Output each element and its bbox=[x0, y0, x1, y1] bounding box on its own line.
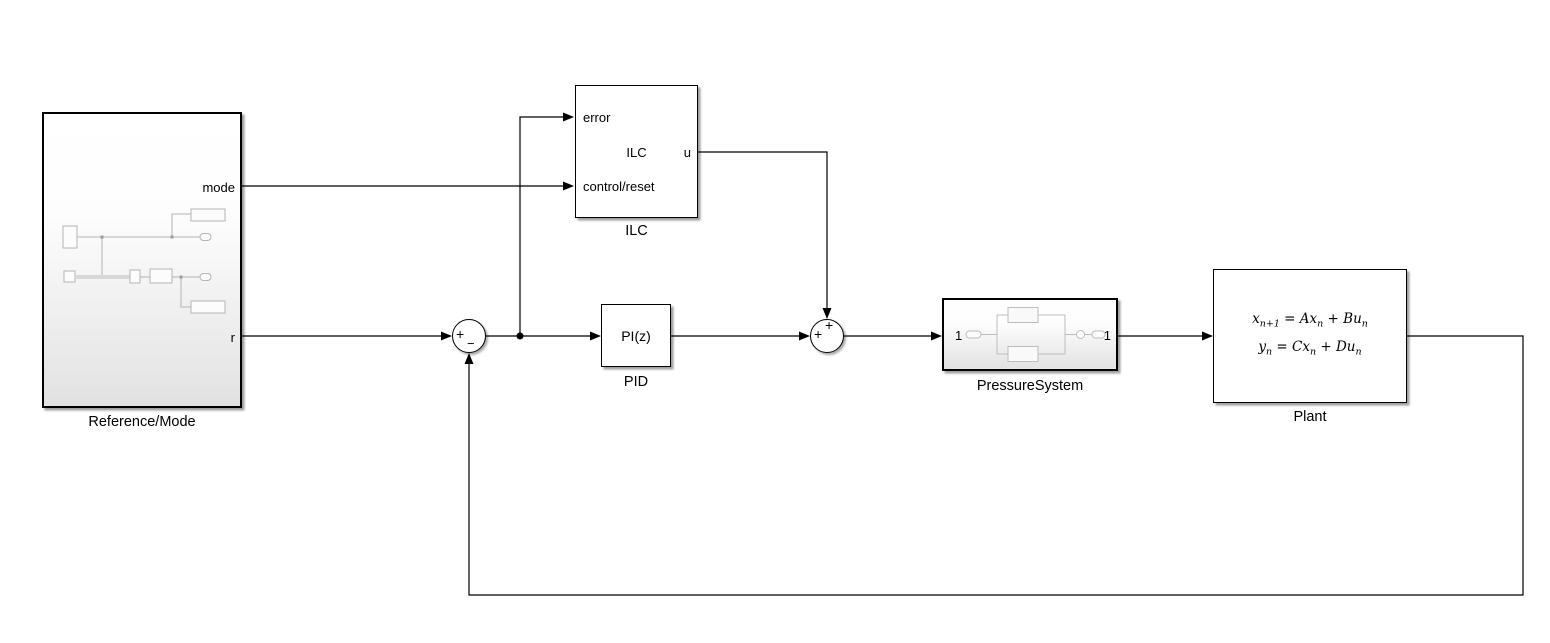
block-pid[interactable]: PI(z) bbox=[601, 304, 671, 367]
error-sum-sign-bottom: − bbox=[467, 336, 475, 351]
arrowhead-control-reset bbox=[563, 181, 574, 191]
port-label-control-reset: control/reset bbox=[583, 179, 655, 194]
wire-plant-feedback[interactable] bbox=[468, 335, 1524, 596]
control-sum-junction[interactable]: + + bbox=[810, 317, 844, 353]
wire-ilc-u-to-control-sum[interactable] bbox=[698, 151, 828, 308]
block-label-pid[interactable]: PID bbox=[623, 374, 649, 390]
arrowhead-control-sum-top bbox=[822, 308, 832, 319]
block-label-ilc[interactable]: ILC bbox=[625, 223, 648, 239]
block-ilc[interactable]: error ILC u control/reset bbox=[575, 85, 698, 218]
pressure-system-port-in: 1 bbox=[955, 328, 963, 343]
arrowhead-pressure-system-input bbox=[931, 331, 942, 341]
wire-error-branch-to-ilc[interactable] bbox=[519, 116, 563, 336]
arrowhead-error-sum-left bbox=[441, 331, 452, 341]
block-plant[interactable]: xn+1 = Axn + Bun yn = Cxn + Dun bbox=[1213, 269, 1407, 403]
reference-mode-thumbnail-icon bbox=[62, 208, 226, 314]
block-label-reference-mode[interactable]: Reference/Mode bbox=[88, 414, 196, 430]
arrowhead-control-sum-left bbox=[799, 331, 810, 341]
control-sum-sign-top: + bbox=[825, 317, 834, 333]
error-sum-sign-left: + bbox=[456, 326, 465, 342]
branch-dot bbox=[516, 332, 524, 340]
block-label-plant[interactable]: Plant bbox=[1293, 409, 1327, 425]
port-label-error: error bbox=[583, 110, 611, 125]
ilc-name-text: ILC bbox=[626, 145, 647, 160]
plant-equation-1: xn+1 = Axn + Bun bbox=[1252, 311, 1368, 330]
error-sum-junction[interactable]: + − bbox=[452, 319, 486, 353]
port-label-r: r bbox=[230, 330, 235, 345]
pressure-system-thumbnail-icon bbox=[965, 307, 1106, 362]
port-label-u: u bbox=[683, 145, 691, 160]
control-sum-sign-left: + bbox=[814, 326, 823, 342]
plant-equation-2: yn = Cxn + Dun bbox=[1258, 339, 1362, 358]
arrowhead-plant-input bbox=[1202, 331, 1213, 341]
port-label-mode: mode bbox=[202, 180, 235, 195]
block-label-pressure-system[interactable]: PressureSystem bbox=[976, 378, 1084, 394]
pid-display-text: PI(z) bbox=[621, 327, 651, 344]
arrowhead-pid-input bbox=[590, 331, 601, 341]
pressure-system-port-out: 1 bbox=[1103, 328, 1111, 343]
block-reference-mode[interactable]: mode r bbox=[42, 112, 242, 408]
arrowhead-ilc-error bbox=[563, 112, 574, 122]
arrowhead-error-sum-bottom bbox=[464, 353, 474, 364]
block-pressure-system[interactable]: 1 1 bbox=[942, 298, 1118, 371]
